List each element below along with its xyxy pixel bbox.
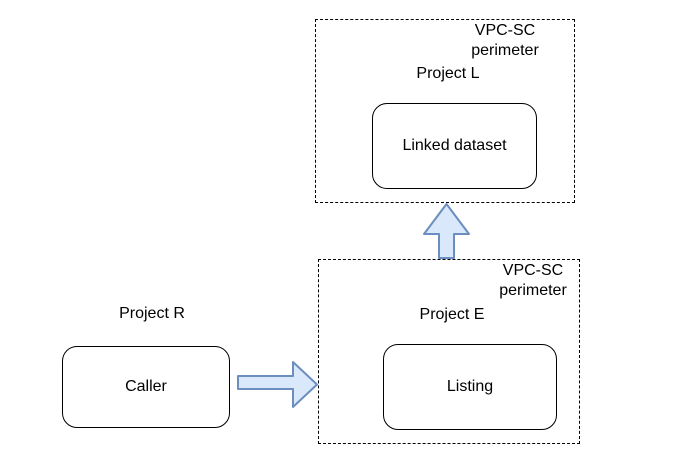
project-r-label: Project R bbox=[119, 305, 185, 322]
listing-node: Listing bbox=[383, 344, 557, 430]
vpc-sc-perimeter-bottom-title: VPC-SC perimeter bbox=[499, 262, 567, 299]
listing-label: Listing bbox=[446, 378, 494, 395]
vpc-sc-perimeter-top-title: VPC-SC perimeter bbox=[471, 22, 539, 59]
linked-dataset-node: Linked dataset bbox=[372, 103, 537, 189]
vpc-sc-perimeter-bottom bbox=[318, 259, 580, 444]
caller-node: Caller bbox=[62, 346, 230, 428]
caller-label: Caller bbox=[125, 378, 167, 395]
project-e-label: Project E bbox=[419, 306, 485, 323]
linked-dataset-label: Linked dataset bbox=[402, 137, 507, 154]
vpc-sc-perimeter-top bbox=[315, 19, 575, 203]
arrow-listing-to-linked-dataset-icon bbox=[423, 203, 470, 259]
project-l-label: Project L bbox=[416, 65, 480, 82]
arrow-caller-to-listing-icon bbox=[237, 361, 318, 408]
